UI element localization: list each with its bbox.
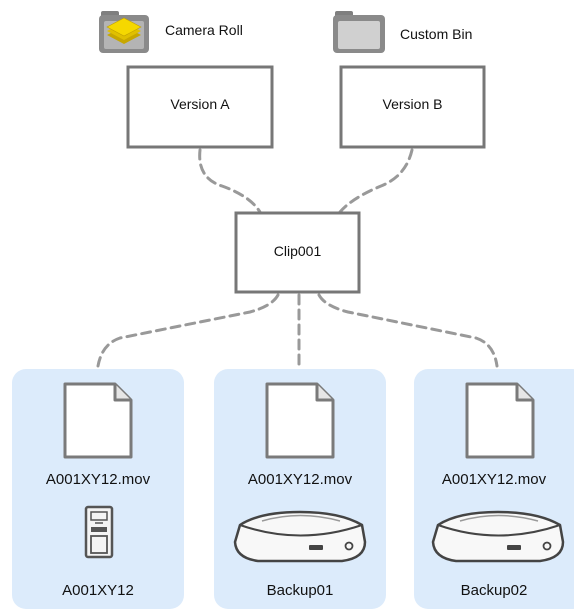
custom-bin-label: Custom Bin	[400, 26, 473, 42]
custom-bin-folder-icon[interactable]	[333, 11, 385, 53]
memory-card-icon	[84, 505, 114, 559]
clip-box[interactable]	[234, 211, 361, 294]
source-1-media-label: A001XY12	[62, 582, 134, 599]
hard-drive-icon	[431, 510, 565, 563]
connector-clip-to-source-3	[317, 293, 499, 368]
source-2-file-label: A001XY12.mov	[247, 471, 353, 488]
document-icon	[465, 382, 535, 459]
document-icon	[265, 382, 335, 459]
clip-label: Clip001	[273, 243, 322, 259]
hard-drive-icon	[233, 510, 367, 563]
camera-roll-label: Camera Roll	[165, 22, 243, 38]
source-3-file-label: A001XY12.mov	[441, 471, 547, 488]
connector-version-b-to-clip	[338, 148, 414, 214]
source-panel-1[interactable]	[12, 369, 184, 609]
source-2-media-label: Backup01	[266, 582, 334, 599]
version-b-label: Version B	[382, 96, 443, 112]
connectors	[96, 148, 499, 368]
version-a-label: Version A	[170, 96, 230, 112]
connector-clip-to-source-1	[96, 293, 280, 368]
camera-roll-folder-icon[interactable]	[99, 11, 149, 53]
source-3-media-label: Backup02	[460, 582, 528, 599]
version-a-box[interactable]	[126, 65, 274, 149]
source-1-file-label: A001XY12.mov	[45, 471, 151, 488]
document-icon	[63, 382, 133, 459]
connector-version-a-to-clip	[198, 148, 262, 214]
version-b-box[interactable]	[339, 65, 486, 149]
